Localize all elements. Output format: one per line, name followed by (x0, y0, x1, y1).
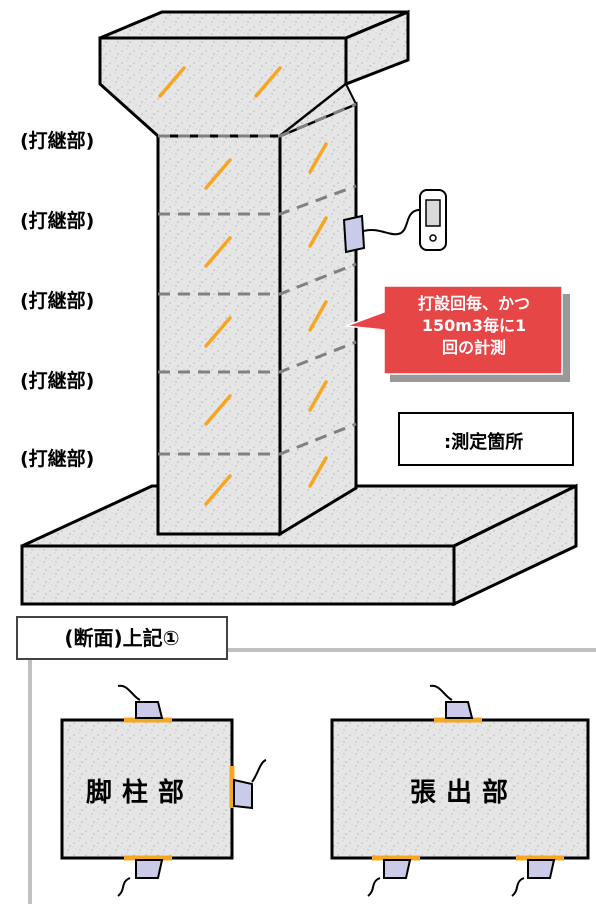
legend-label: :測定箇所 (444, 432, 524, 453)
sensor-device-icon (342, 189, 447, 254)
block-label-overhang: 張出部 (410, 778, 519, 808)
pier-column (156, 101, 358, 537)
joint-label-1: (打継部) (20, 130, 95, 152)
callout-text: 打設回毎、かつ 150m3毎に1 回の計測 (384, 293, 564, 359)
callout-line-1: 打設回毎、かつ (417, 294, 530, 313)
section-frame (28, 648, 596, 904)
section-block-overhang (330, 717, 590, 861)
legend-box (398, 412, 574, 466)
joint-label-4: (打継部) (20, 370, 95, 392)
block-label-pier: 脚柱部 (86, 778, 195, 808)
joint-lines (158, 102, 357, 456)
measurement-markers (158, 66, 328, 506)
callout-line-3: 回の計測 (441, 338, 506, 357)
joint-label-5: (打継部) (20, 448, 95, 470)
section-title: (断面)上記① (16, 616, 228, 660)
joint-label-3: (打継部) (20, 290, 95, 312)
callout-line-2: 150m3毎に1 (421, 316, 527, 335)
pier-cap (98, 9, 410, 138)
section-sensors (117, 684, 556, 897)
joint-label-2: (打継部) (20, 210, 95, 232)
section-block-pier (60, 717, 235, 861)
callout-box (345, 285, 570, 382)
